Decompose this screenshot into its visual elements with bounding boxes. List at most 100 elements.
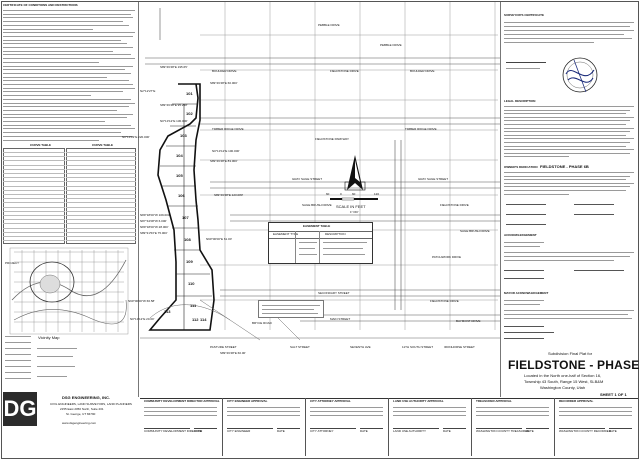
curve-table-row bbox=[66, 152, 136, 153]
approval-text-line bbox=[227, 415, 300, 416]
firm-logo: DG bbox=[3, 392, 37, 426]
street-label: SAGE BRUSH DRIVE bbox=[460, 229, 490, 233]
curve-table-row bbox=[66, 206, 136, 208]
scale-tick-3: 60 bbox=[352, 192, 356, 196]
street-label: 11TH SOUTH STREET bbox=[402, 345, 434, 349]
firm-web: www.dsgengineering.com bbox=[62, 421, 97, 425]
curve-table-row bbox=[3, 219, 65, 221]
notes-line bbox=[3, 35, 133, 37]
curve-table-row bbox=[3, 152, 65, 153]
street-label: FIELDSTONE PARKWAY bbox=[315, 137, 350, 141]
curve-table-2 bbox=[66, 148, 136, 244]
plat-location-1: Located in the North one-half of Section… bbox=[524, 373, 602, 378]
street-label: IRONHORSE STREET bbox=[444, 345, 475, 349]
bearing-label: N90°00'00"E 61.00' bbox=[206, 237, 232, 241]
approval-signer: LAND USE AUTHORITY bbox=[393, 429, 427, 433]
notes-line bbox=[3, 54, 131, 56]
curve-table-row bbox=[3, 236, 65, 237]
firm-city: St. George, UT 84790 bbox=[66, 412, 96, 416]
scale-label: SCALE IN FEET bbox=[336, 204, 366, 209]
curve-table-row bbox=[66, 227, 136, 229]
street-label: PASTURE STREET bbox=[210, 345, 237, 349]
curve-table-row bbox=[3, 173, 65, 174]
curve-table-row bbox=[66, 223, 136, 225]
lot-number: 105 bbox=[176, 173, 183, 178]
text-line bbox=[504, 149, 634, 151]
street-label: BOULDER DRIVE bbox=[212, 69, 237, 73]
curve-table-row bbox=[3, 160, 65, 162]
text-line bbox=[504, 131, 630, 133]
approval-bar-top bbox=[140, 398, 638, 399]
curve-table-row bbox=[3, 223, 65, 225]
approval-text-line bbox=[310, 415, 383, 416]
curve-table-row bbox=[3, 210, 65, 212]
notes-line bbox=[3, 24, 129, 26]
text-line bbox=[504, 179, 626, 181]
approval-text-line bbox=[476, 415, 549, 416]
bearing-label: S89°46'48"E 60.00' bbox=[220, 351, 246, 355]
scale-ratio: 1"=60' bbox=[350, 210, 359, 214]
text-line bbox=[504, 182, 634, 184]
text-line bbox=[504, 156, 569, 158]
street-label: BRYCE ROAD bbox=[252, 321, 272, 325]
street-label: TIMBER RIDGE DRIVE bbox=[405, 127, 437, 131]
text-line bbox=[504, 113, 626, 115]
bearing-label: N89°18'00"W 109.000' bbox=[140, 213, 171, 217]
approval-text-line bbox=[227, 407, 300, 408]
easement-table-title: EASEMENT TABLE bbox=[303, 224, 331, 228]
notes-line bbox=[3, 43, 127, 45]
acknowledgement-text bbox=[504, 240, 636, 284]
approval-signature-line bbox=[559, 428, 605, 429]
notes-line bbox=[3, 32, 135, 34]
approval-text-line bbox=[144, 411, 217, 412]
legal-description-title: LEGAL DESCRIPTION bbox=[504, 99, 536, 103]
text-line bbox=[504, 116, 634, 118]
approval-date-line bbox=[359, 428, 384, 429]
curve-table-row bbox=[3, 215, 65, 216]
curve-table-row bbox=[3, 198, 65, 200]
approval-signer: CITY ATTORNEY bbox=[310, 429, 334, 433]
mayor-ack-text bbox=[504, 298, 636, 344]
notes-line bbox=[3, 76, 107, 78]
curve-table-row bbox=[66, 160, 136, 162]
surveyor-title: SURVEYOR'S CERTIFICATE bbox=[504, 13, 544, 17]
street-label: PEBBLE DRIVE bbox=[318, 23, 340, 27]
street-label: FIELDSTONE DRIVE bbox=[430, 299, 459, 303]
bearing-label: N0°13'12"E 20.00' bbox=[130, 317, 155, 321]
street-label: GRAY SAGE STREET bbox=[292, 177, 323, 181]
approval-date-line bbox=[525, 428, 550, 429]
text-line bbox=[504, 120, 630, 122]
surveyor-sig-line bbox=[506, 62, 546, 63]
lot-number: 103 bbox=[180, 133, 187, 138]
bearing-label: S89°46'48"E 60.000' bbox=[210, 81, 238, 85]
text-line bbox=[504, 172, 634, 173]
approval-signer: WASHINGTON COUNTY TREASURER bbox=[476, 429, 530, 433]
legal-description-text bbox=[504, 106, 636, 162]
easement-table: EASEMENT TABLE EASEMENT TYPE DESCRIPTION bbox=[268, 222, 373, 264]
curve-table-row bbox=[66, 189, 136, 191]
approval-text-line bbox=[559, 415, 632, 416]
curve-table-row bbox=[3, 240, 65, 242]
notes-line bbox=[3, 39, 121, 41]
text-line bbox=[504, 138, 634, 140]
approval-signature-line bbox=[144, 428, 190, 429]
text-line bbox=[504, 134, 626, 136]
left-column-divider bbox=[138, 2, 139, 397]
approval-text-line bbox=[144, 415, 217, 416]
street-label: SECONDARY STREET bbox=[318, 291, 350, 295]
approval-text-line bbox=[393, 407, 466, 408]
right-column-divider bbox=[500, 2, 501, 397]
lot-number: 111 bbox=[190, 303, 197, 308]
approval-title: CITY ATTORNEY APPROVAL bbox=[310, 399, 351, 403]
approval-date-label: DATE bbox=[443, 429, 451, 433]
plat-subtitle: Subdivision Final Plat for bbox=[548, 351, 593, 356]
plat-location-3: Washington County, Utah bbox=[540, 385, 586, 390]
curve-table-row bbox=[66, 236, 136, 237]
curve-table-row bbox=[66, 194, 136, 195]
lot-number: 112 bbox=[192, 317, 199, 322]
scale-tick-2: 0 bbox=[340, 192, 342, 196]
approval-text-line bbox=[227, 411, 300, 412]
